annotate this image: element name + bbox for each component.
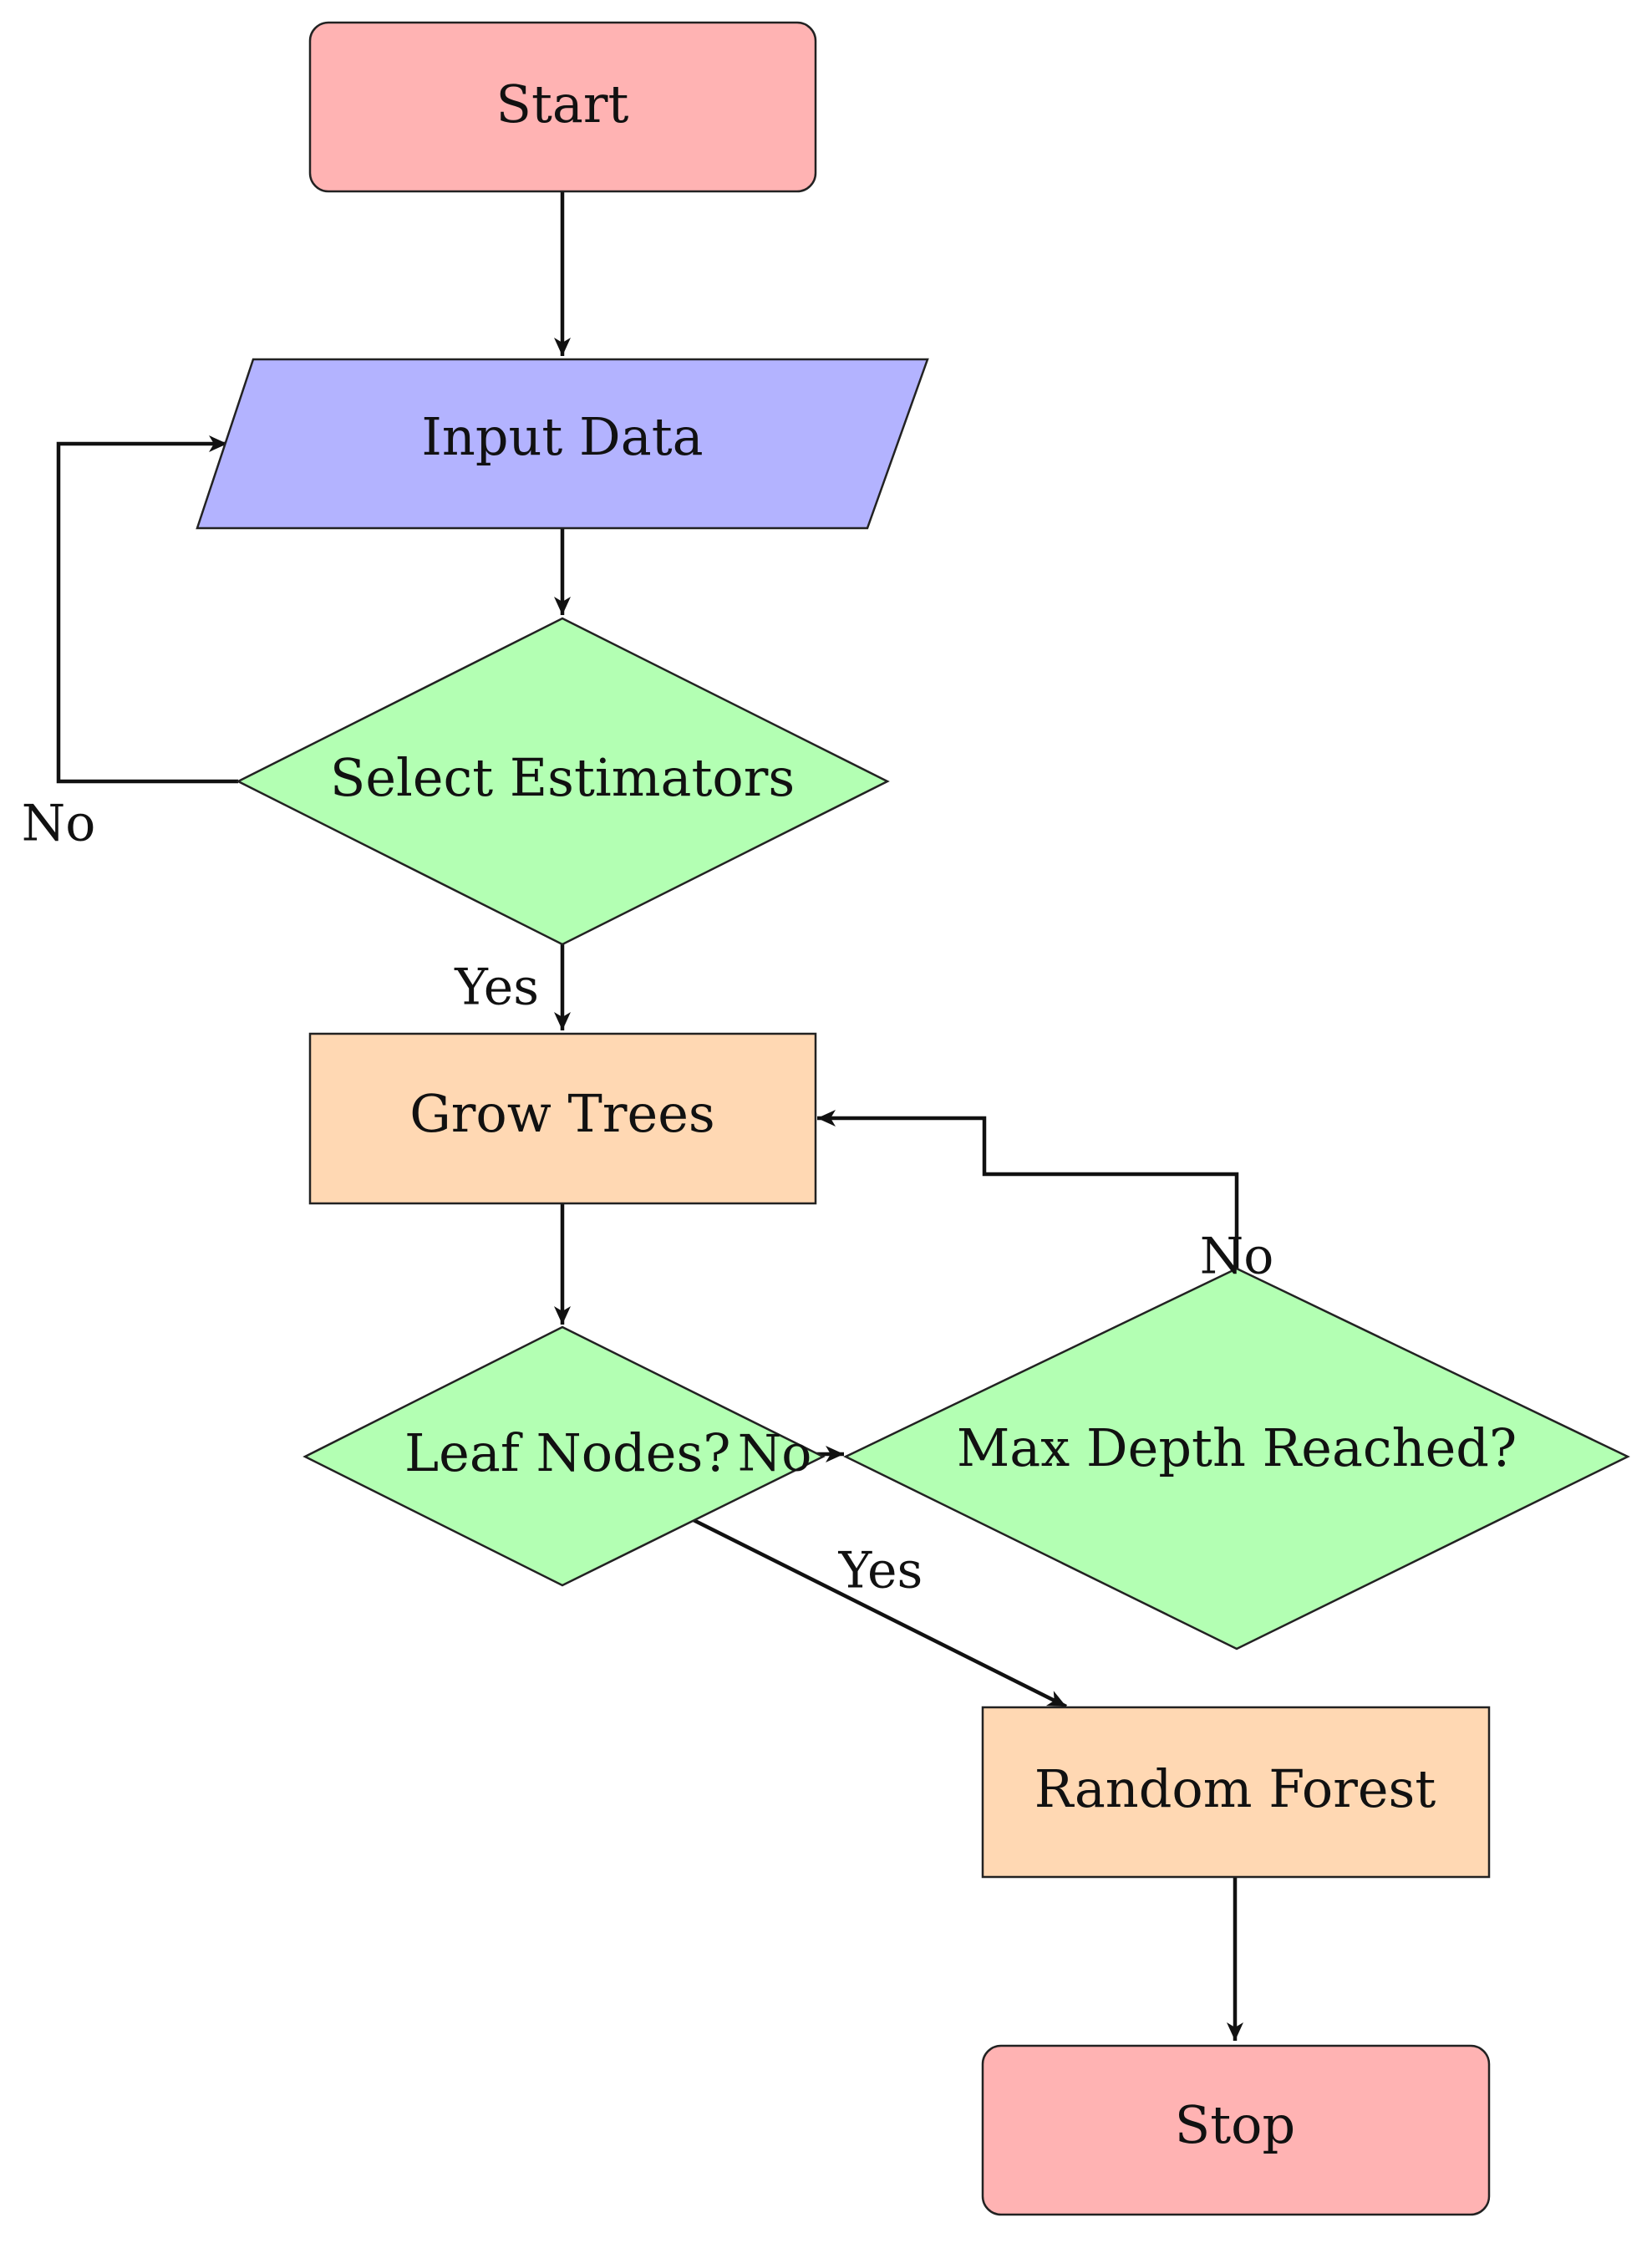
- edge-label-select-no: No: [22, 795, 96, 853]
- node-stop: Stop: [981, 2044, 1491, 2216]
- node-leaf-nodes: Leaf Nodes?: [302, 1325, 826, 1587]
- start-label: Start: [496, 74, 629, 135]
- random-forest-process-shape: [981, 1706, 1491, 1879]
- edge-select-no-to-input: [56, 435, 238, 784]
- grow-trees-label: Grow Trees: [409, 1083, 714, 1144]
- edge-maxdepth-no-to-grow: [817, 1110, 1239, 1269]
- node-input-data: Input Data: [196, 358, 929, 530]
- select-estimators-diamond-shape: [236, 617, 890, 946]
- node-max-depth: Max Depth Reached?: [843, 1267, 1630, 1650]
- stop-terminal-shape: [981, 2044, 1491, 2216]
- edge-label-leaf-no: No: [738, 1425, 812, 1483]
- node-grow-trees: Grow Trees: [308, 1032, 817, 1205]
- max-depth-label: Max Depth Reached?: [957, 1417, 1517, 1478]
- max-depth-diamond-shape: [843, 1267, 1630, 1650]
- edge-label-maxdepth-no: No: [1200, 1228, 1274, 1286]
- node-start: Start: [308, 21, 817, 193]
- select-estimators-label: Select Estimators: [330, 747, 795, 808]
- edge-leaf-yes-to-forest: [690, 1517, 1068, 1709]
- leaf-nodes-label: Leaf Nodes?: [404, 1422, 731, 1483]
- node-select-estimators: Select Estimators: [236, 617, 890, 946]
- node-random-forest: Random Forest: [981, 1706, 1491, 1879]
- start-terminal-shape: [308, 21, 817, 193]
- leaf-nodes-diamond-shape: [302, 1325, 826, 1587]
- edge-label-leaf-yes: Yes: [838, 1542, 923, 1600]
- input-data-label: Input Data: [421, 406, 703, 467]
- input-data-parallelogram-shape: [196, 358, 929, 530]
- grow-trees-process-shape: [308, 1032, 817, 1205]
- edge-label-select-yes: Yes: [454, 959, 539, 1017]
- random-forest-label: Random Forest: [1034, 1758, 1436, 1819]
- stop-label: Stop: [1175, 2094, 1295, 2155]
